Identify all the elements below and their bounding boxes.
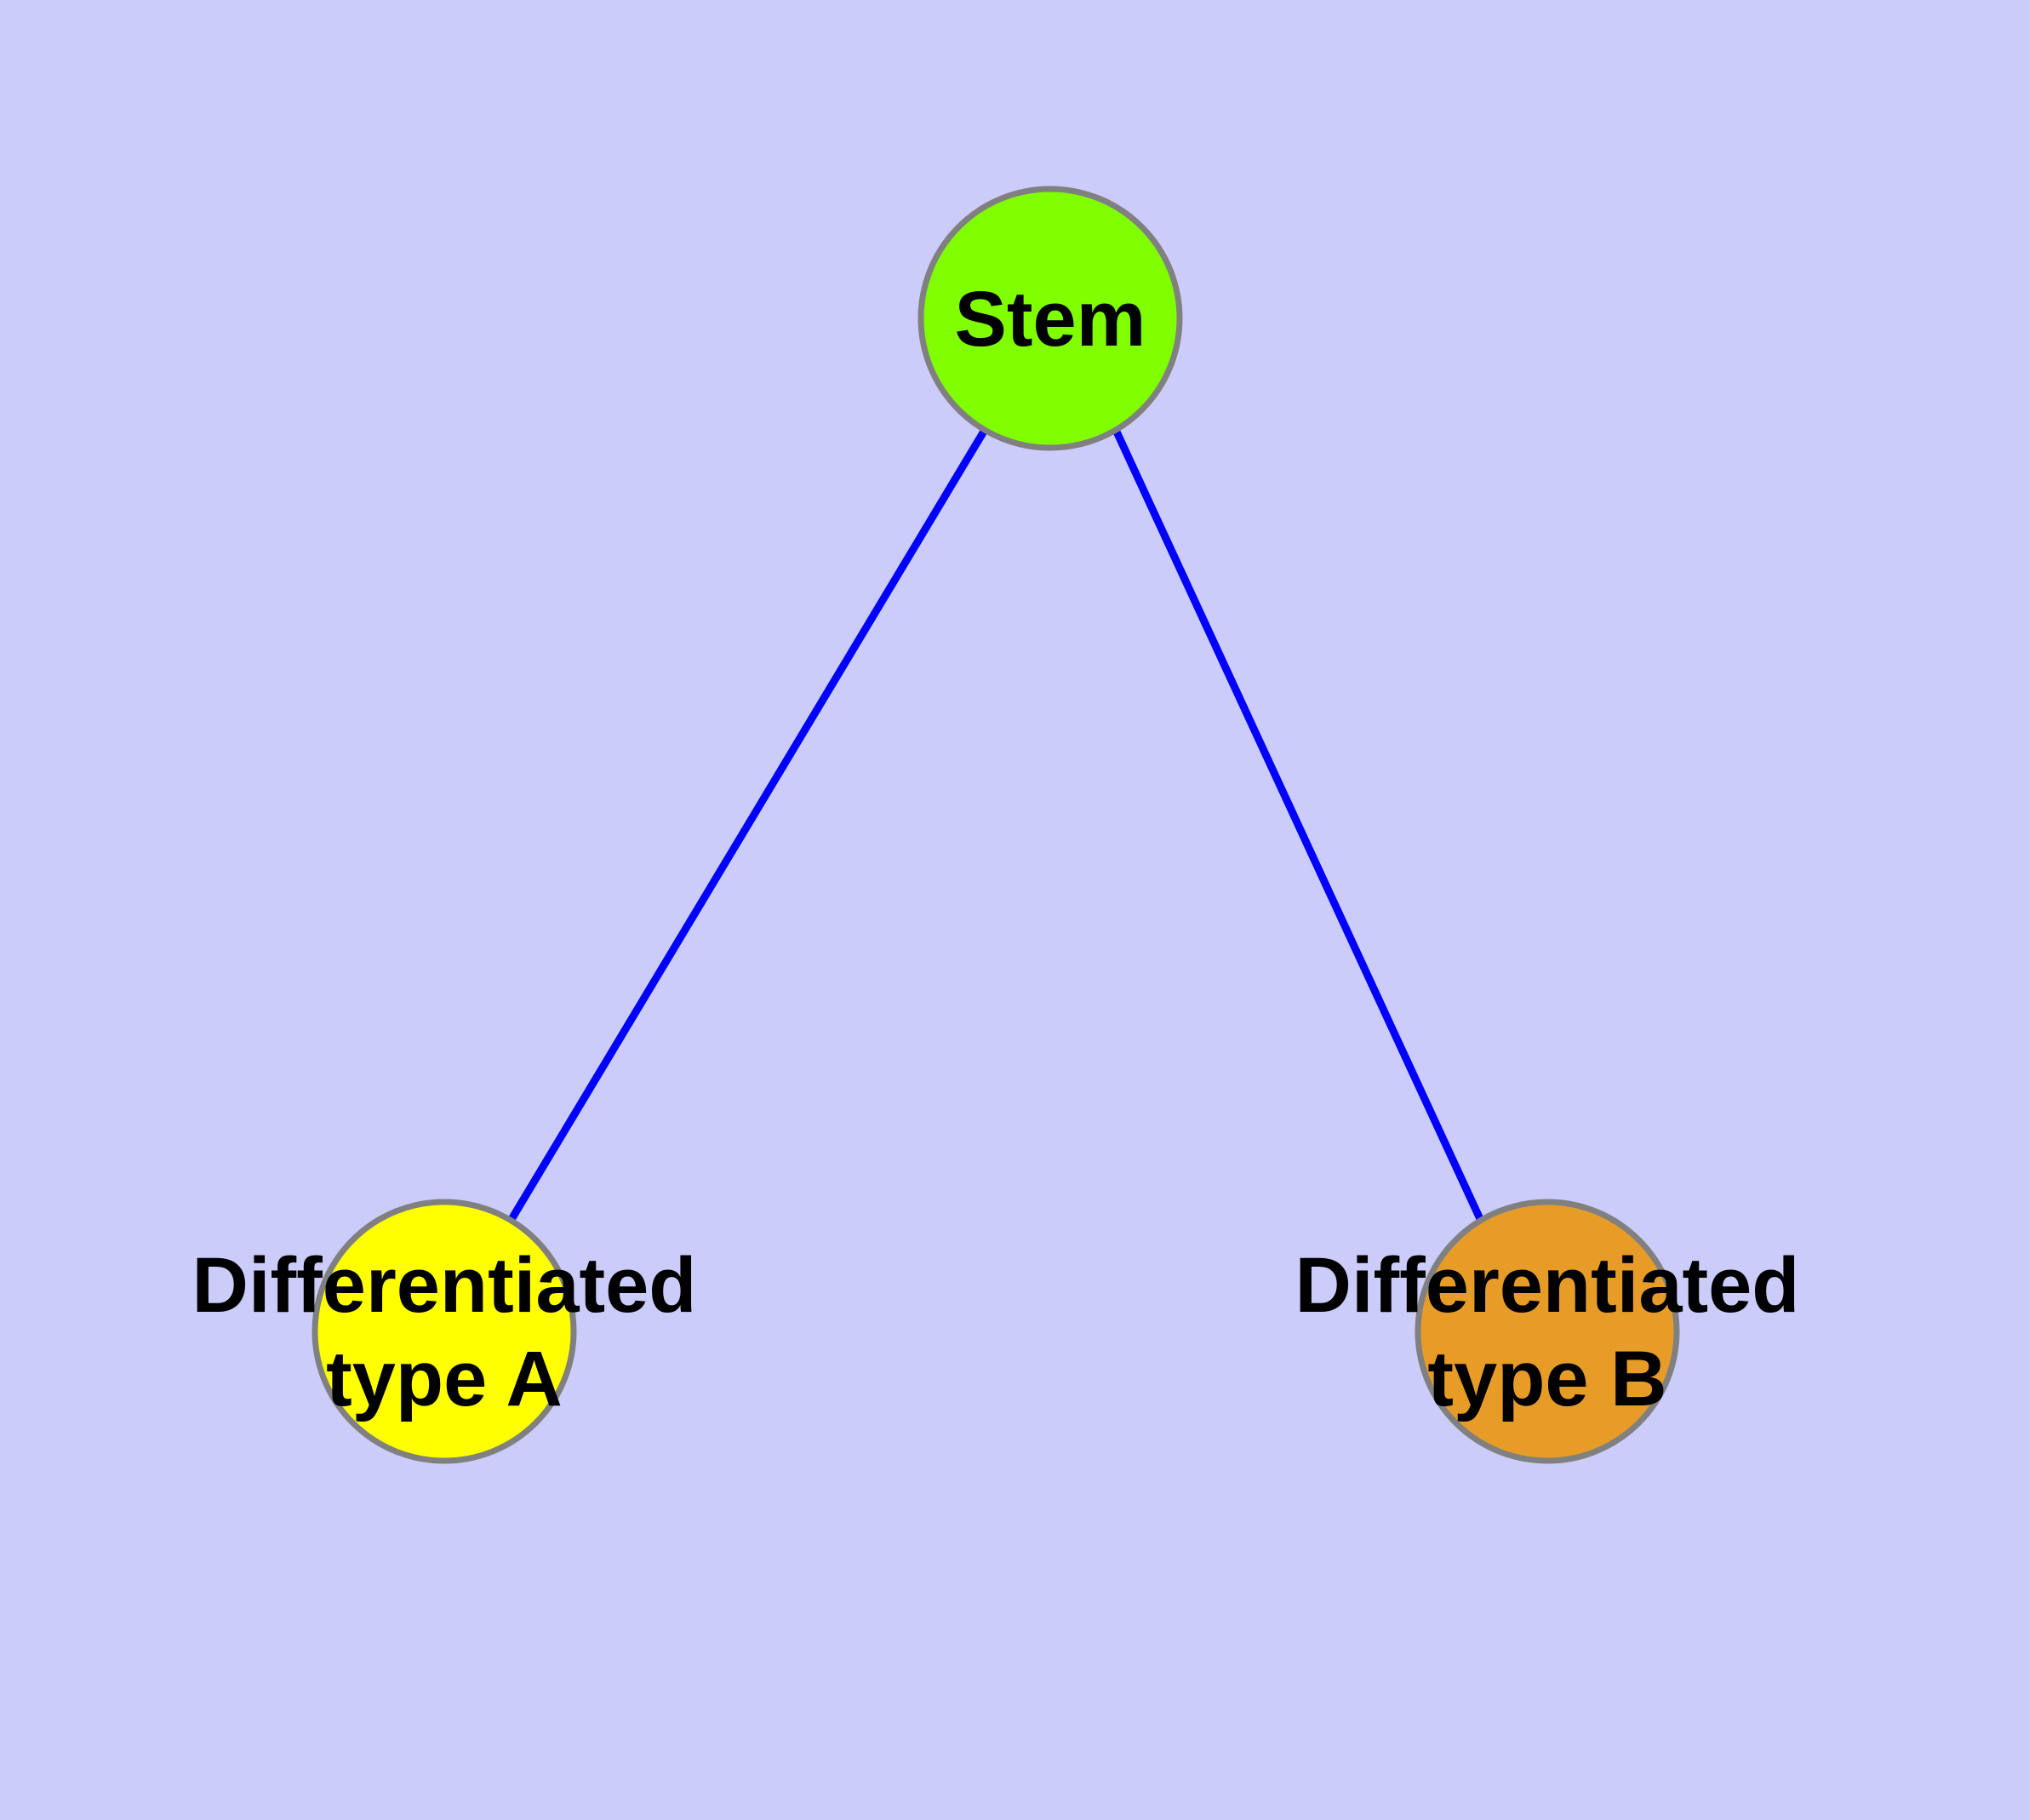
node-label-line: Stem (955, 276, 1146, 363)
graph-node-stem[interactable]: Stem (917, 186, 1183, 451)
node-circle-diff-b[interactable] (1415, 1199, 1680, 1464)
graph-edge-stem-to-diff-b (1112, 428, 1485, 1222)
graph-edge-stem-to-diff-a (507, 427, 988, 1223)
edge-layer (507, 427, 1485, 1223)
node-label-line: Differentiated (1295, 1242, 1800, 1329)
node-circle-stem[interactable] (917, 186, 1183, 451)
node-circle-diff-a[interactable] (311, 1199, 577, 1464)
node-label-line: Differentiated (192, 1242, 697, 1329)
node-label-line: type B (1427, 1336, 1666, 1422)
node-label-line: type A (326, 1336, 563, 1422)
node-label-stem: Stem (955, 276, 1146, 363)
